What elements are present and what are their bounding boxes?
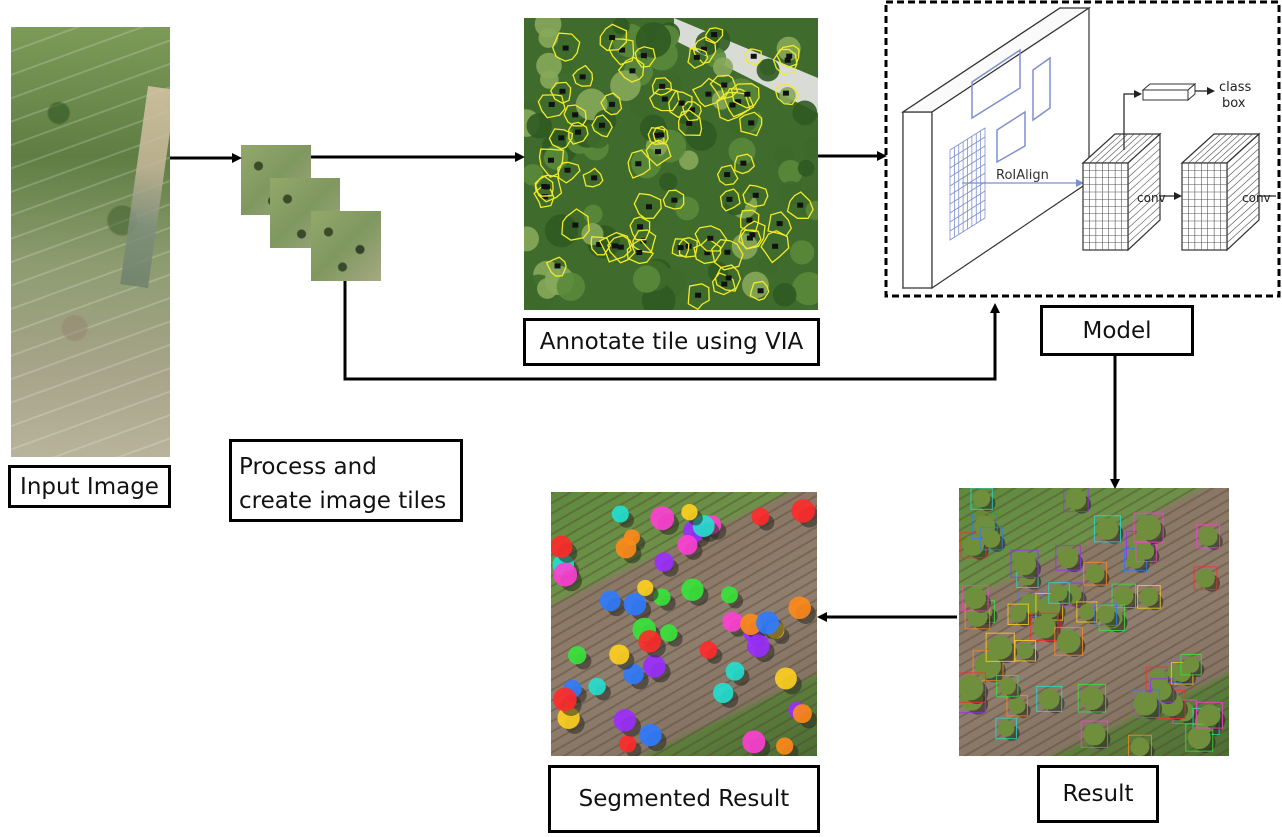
conv-label-2: conv bbox=[1242, 191, 1271, 205]
model-label: Model bbox=[1040, 305, 1194, 356]
roi-boxes bbox=[971, 48, 1051, 164]
process-tiles-label: Process and create image tiles bbox=[229, 439, 463, 522]
box-label: box bbox=[1222, 96, 1246, 111]
roi-align-label: RoIAlign bbox=[996, 168, 1049, 183]
feature-map bbox=[901, 6, 1091, 290]
arrow-tiles-to-model bbox=[343, 281, 1000, 381]
class-label: class bbox=[1219, 80, 1251, 95]
segmented-result-image bbox=[551, 492, 817, 756]
model-frame bbox=[884, 0, 1281, 298]
fc-box bbox=[1141, 82, 1197, 102]
annotation-polygons bbox=[524, 18, 818, 310]
input-image-aerial bbox=[11, 27, 170, 457]
class-branch-arrow bbox=[1123, 90, 1142, 150]
result-boxes bbox=[959, 488, 1226, 756]
input-image-label: Input Image bbox=[8, 465, 171, 508]
result-label: Result bbox=[1037, 765, 1159, 823]
image-tile-3 bbox=[311, 211, 381, 281]
result-image bbox=[959, 488, 1229, 756]
segmented-result-label: Segmented Result bbox=[548, 765, 820, 833]
roi-grid bbox=[949, 127, 986, 241]
annotate-label: Annotate tile using VIA bbox=[523, 318, 820, 366]
conv-label-1: conv bbox=[1137, 191, 1166, 205]
annotated-tile-image bbox=[524, 18, 818, 310]
segmentation-masks bbox=[551, 499, 817, 756]
